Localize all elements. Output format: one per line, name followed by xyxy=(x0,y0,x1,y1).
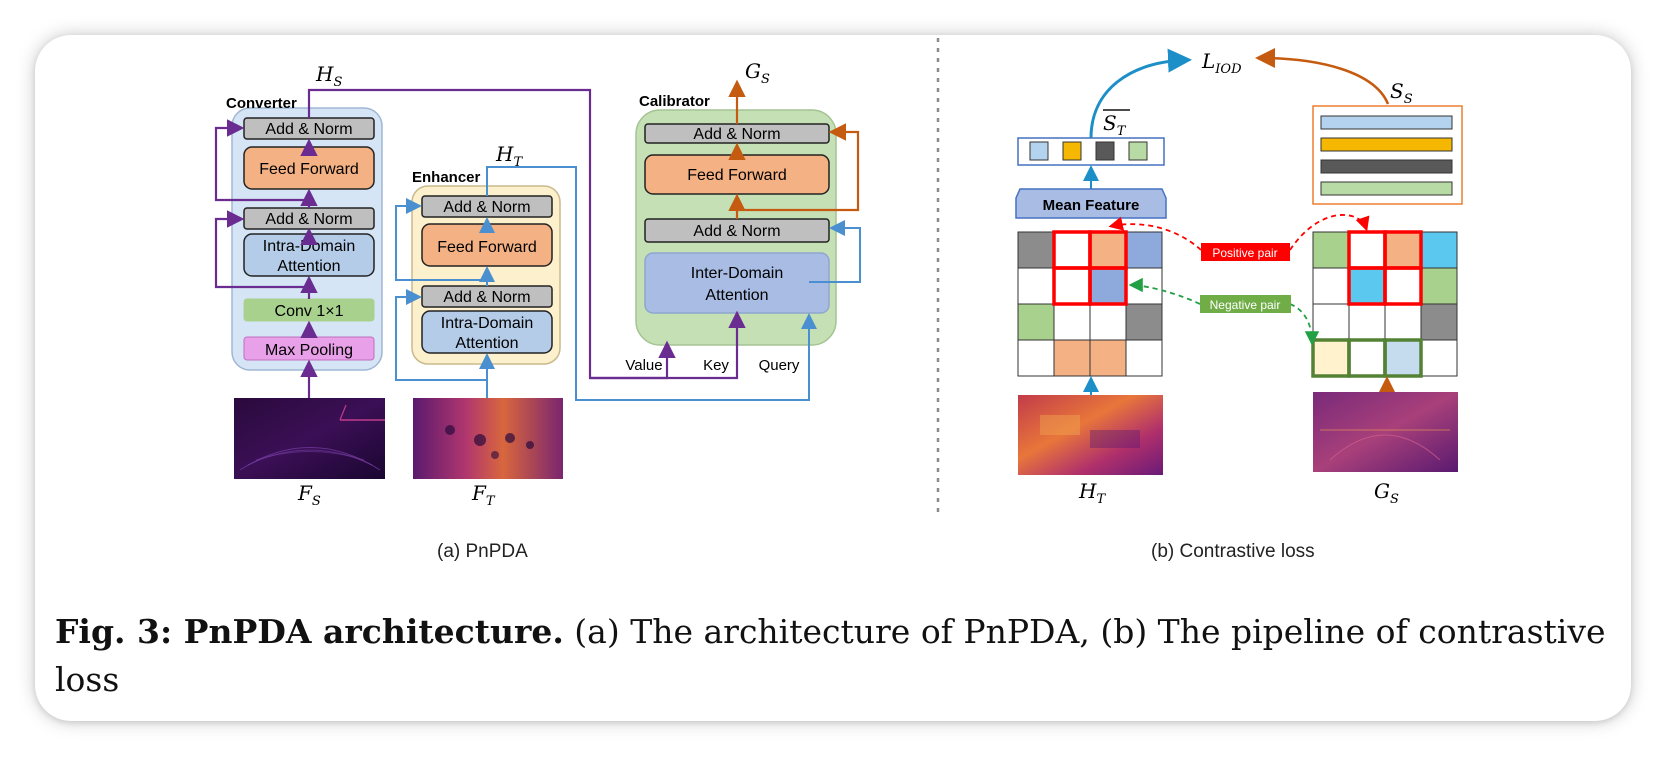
st-bar-label: ST xyxy=(1103,111,1127,139)
key-label: Key xyxy=(703,357,729,374)
calibrator-arrows xyxy=(728,79,860,219)
ss-label: SS xyxy=(1390,79,1413,107)
enhancer-add-norm-mid: Add & Norm xyxy=(443,289,530,306)
negative-arrow-left xyxy=(1128,277,1201,305)
converter-title: Converter xyxy=(226,95,297,112)
calibrator-add-norm-mid: Add & Norm xyxy=(693,223,780,240)
gs-label-b: GS xyxy=(1374,479,1399,507)
enhancer-block: Enhancer Add & Norm Feed Forward Add & N… xyxy=(411,169,561,365)
calibrator-feed-forward: Feed Forward xyxy=(687,167,787,184)
positive-pair-badge xyxy=(1201,243,1290,261)
mean-feature-block: Mean Feature xyxy=(1015,188,1167,219)
calibrator-title: Calibrator xyxy=(639,93,710,110)
enhancer-arrows xyxy=(395,166,861,401)
calibrator-attention-line2: Attention xyxy=(705,287,768,304)
fs-label: FS xyxy=(297,481,321,509)
ht-feature-map xyxy=(1018,395,1163,475)
enhancer-add-norm-top: Add & Norm xyxy=(443,199,530,216)
negative-arrow-right xyxy=(1289,303,1320,346)
positive-arrow-left xyxy=(1108,216,1202,251)
converter-pool: Max Pooling xyxy=(265,342,353,359)
fs-feature-map xyxy=(234,398,385,479)
figure-caption-text: (a) The architecture of PnPDA, (b) The p… xyxy=(55,612,1606,699)
loss-label: LIOD xyxy=(1201,49,1242,77)
gs-grid xyxy=(1312,231,1458,377)
gs-label-a: GS xyxy=(745,59,770,87)
st-to-loss-arrow xyxy=(1089,48,1192,139)
figure-caption-label: Fig. 3: PnPDA architecture. xyxy=(55,612,564,651)
value-label: Value xyxy=(625,357,662,374)
enhancer-attention-line2: Attention xyxy=(455,335,518,352)
enhancer-attention-line1: Intra-Domain xyxy=(441,315,533,332)
st-vector xyxy=(1017,137,1165,166)
mean-feature-label: Mean Feature xyxy=(1043,197,1140,214)
ht-positive-highlight xyxy=(1052,230,1128,306)
gs-positive-highlight xyxy=(1347,230,1423,306)
calibrator-add-norm-top: Add & Norm xyxy=(693,126,780,143)
converter-feed-forward: Feed Forward xyxy=(259,161,359,178)
gs-feature-map xyxy=(1313,392,1458,472)
ht-label-b: HT xyxy=(1078,479,1106,507)
negative-pair-badge xyxy=(1200,295,1291,313)
enhancer-feed-forward: Feed Forward xyxy=(437,239,537,256)
subfigure-b-caption: (b) Contrastive loss xyxy=(1151,541,1315,562)
converter-add-norm-mid: Add & Norm xyxy=(265,211,352,228)
subfigure-a-caption: (a) PnPDA xyxy=(437,541,528,562)
gs-negative-highlight xyxy=(1311,338,1423,378)
converter-attention-line1: Intra-Domain xyxy=(263,238,355,255)
ft-feature-map xyxy=(413,398,563,479)
converter-arrows xyxy=(214,88,746,398)
negative-pair-label: Negative pair xyxy=(1210,298,1281,312)
enhancer-title: Enhancer xyxy=(412,169,481,186)
ss-vector xyxy=(1312,105,1463,205)
query-label: Query xyxy=(759,357,800,374)
figure-caption: Fig. 3: PnPDA architecture. (a) The arch… xyxy=(55,608,1635,704)
converter-attention-line2: Attention xyxy=(277,258,340,275)
positive-pair-label: Positive pair xyxy=(1212,246,1277,260)
converter-conv: Conv 1×1 xyxy=(275,303,344,320)
ht-label-a: HT xyxy=(495,142,523,170)
ss-to-loss-arrow xyxy=(1255,48,1390,105)
converter-block: Converter Add & Norm Feed Forward Add & … xyxy=(226,95,383,371)
ft-label: FT xyxy=(471,481,496,509)
converter-add-norm-top: Add & Norm xyxy=(265,121,352,138)
calibrator-attention-line1: Inter-Domain xyxy=(691,265,783,282)
hs-label: HS xyxy=(315,62,342,90)
